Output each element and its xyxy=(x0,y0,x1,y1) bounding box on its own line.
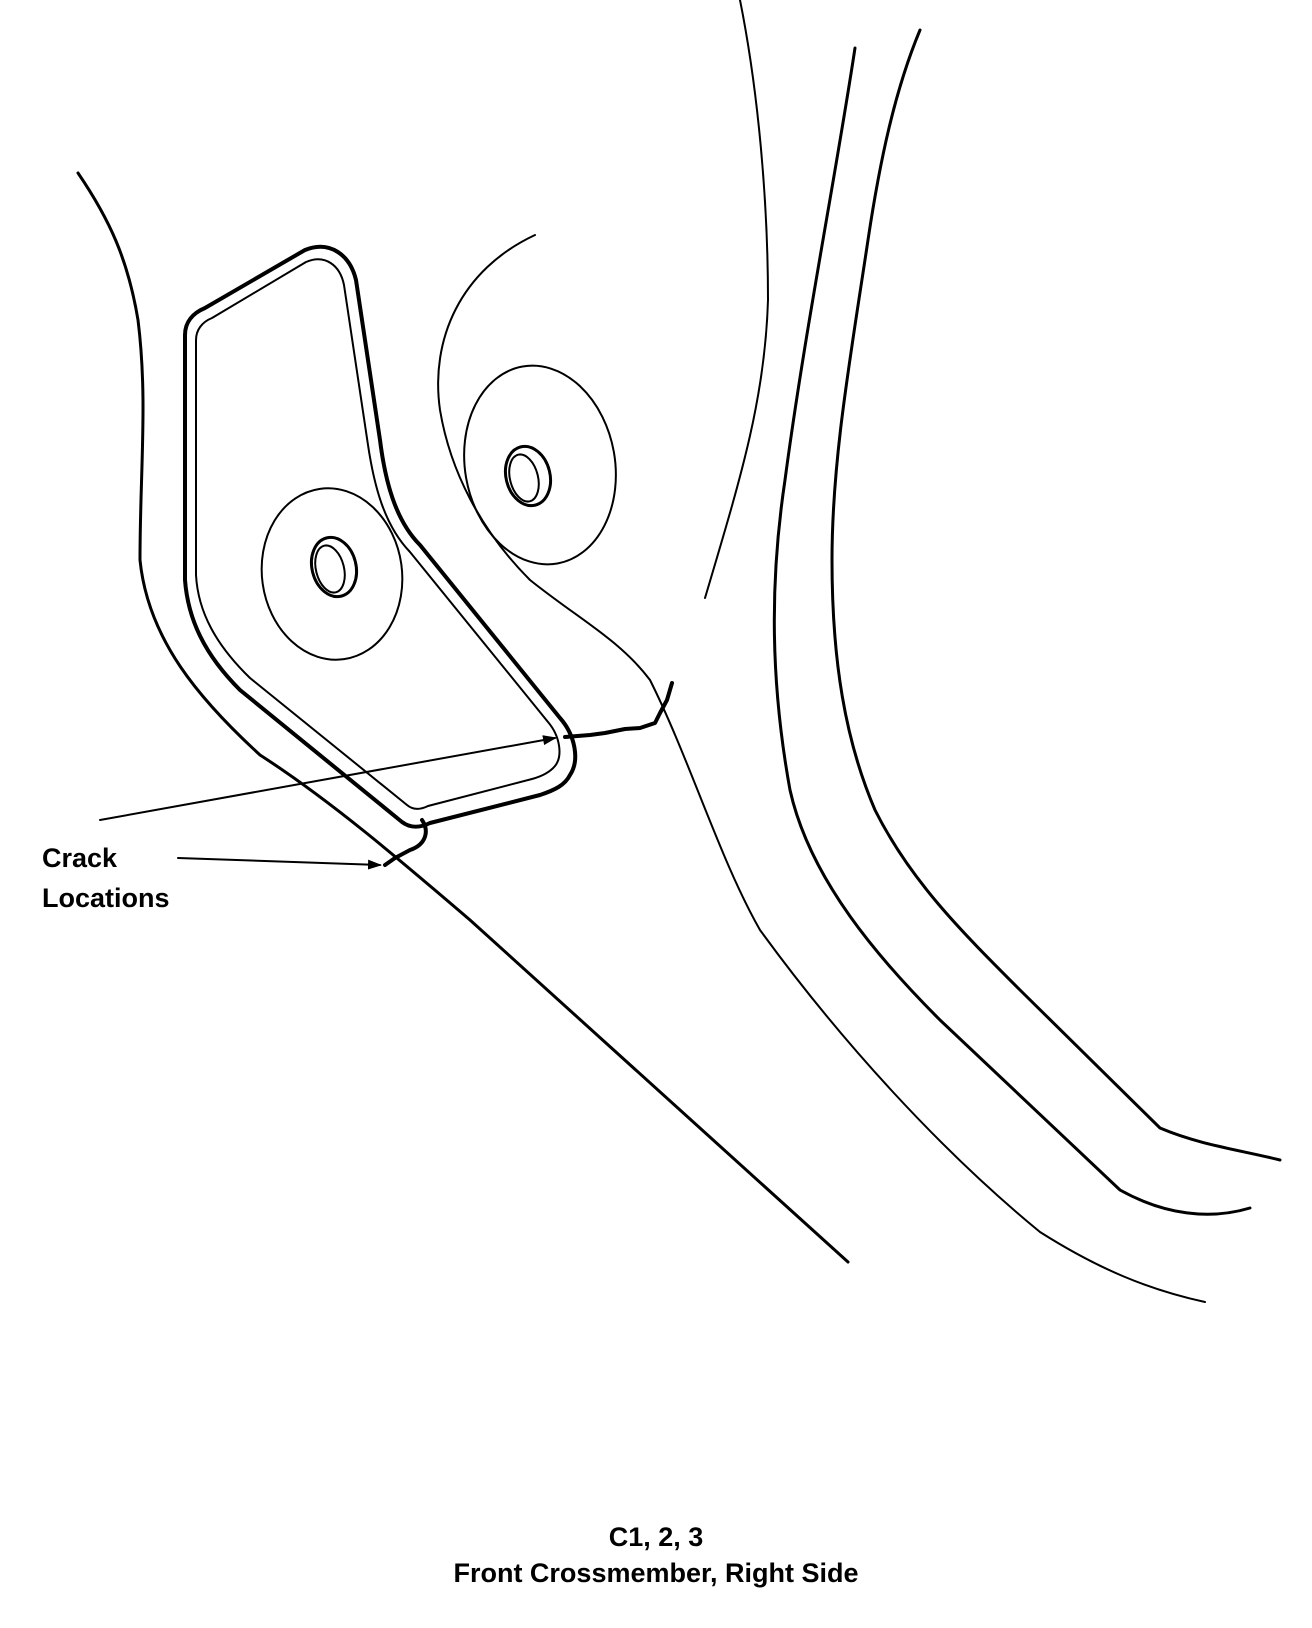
crack-upper xyxy=(563,681,674,739)
rail-edge-outer xyxy=(830,28,1282,1162)
bolt-hole-upper-outer xyxy=(503,444,553,508)
rail-edge-middle xyxy=(772,46,1252,1216)
gusset-plate-outer xyxy=(183,244,578,829)
rail-edge-inner xyxy=(704,0,769,599)
mounting-boss-upper xyxy=(463,364,617,566)
crack-lower xyxy=(383,818,428,867)
callout-arrow-lower xyxy=(177,857,382,870)
bolt-hole-lower-outer xyxy=(309,535,359,599)
callout-arrow-upper xyxy=(99,735,557,821)
bolt-hole-lower-inner xyxy=(314,544,346,594)
mounting-boss-lower xyxy=(260,487,404,661)
callout-label-crack: Crack xyxy=(42,843,118,873)
bolt-hole-upper-inner xyxy=(508,453,540,503)
figure-number: C1, 2, 3 xyxy=(608,1522,704,1552)
crossmember-outer-edge-left xyxy=(76,171,850,1264)
flange-edge-lower xyxy=(437,234,1206,1303)
callout-label-locations: Locations xyxy=(42,883,170,913)
figure-title: Front Crossmember, Right Side xyxy=(453,1558,859,1588)
gusset-plate-inner xyxy=(195,258,561,810)
